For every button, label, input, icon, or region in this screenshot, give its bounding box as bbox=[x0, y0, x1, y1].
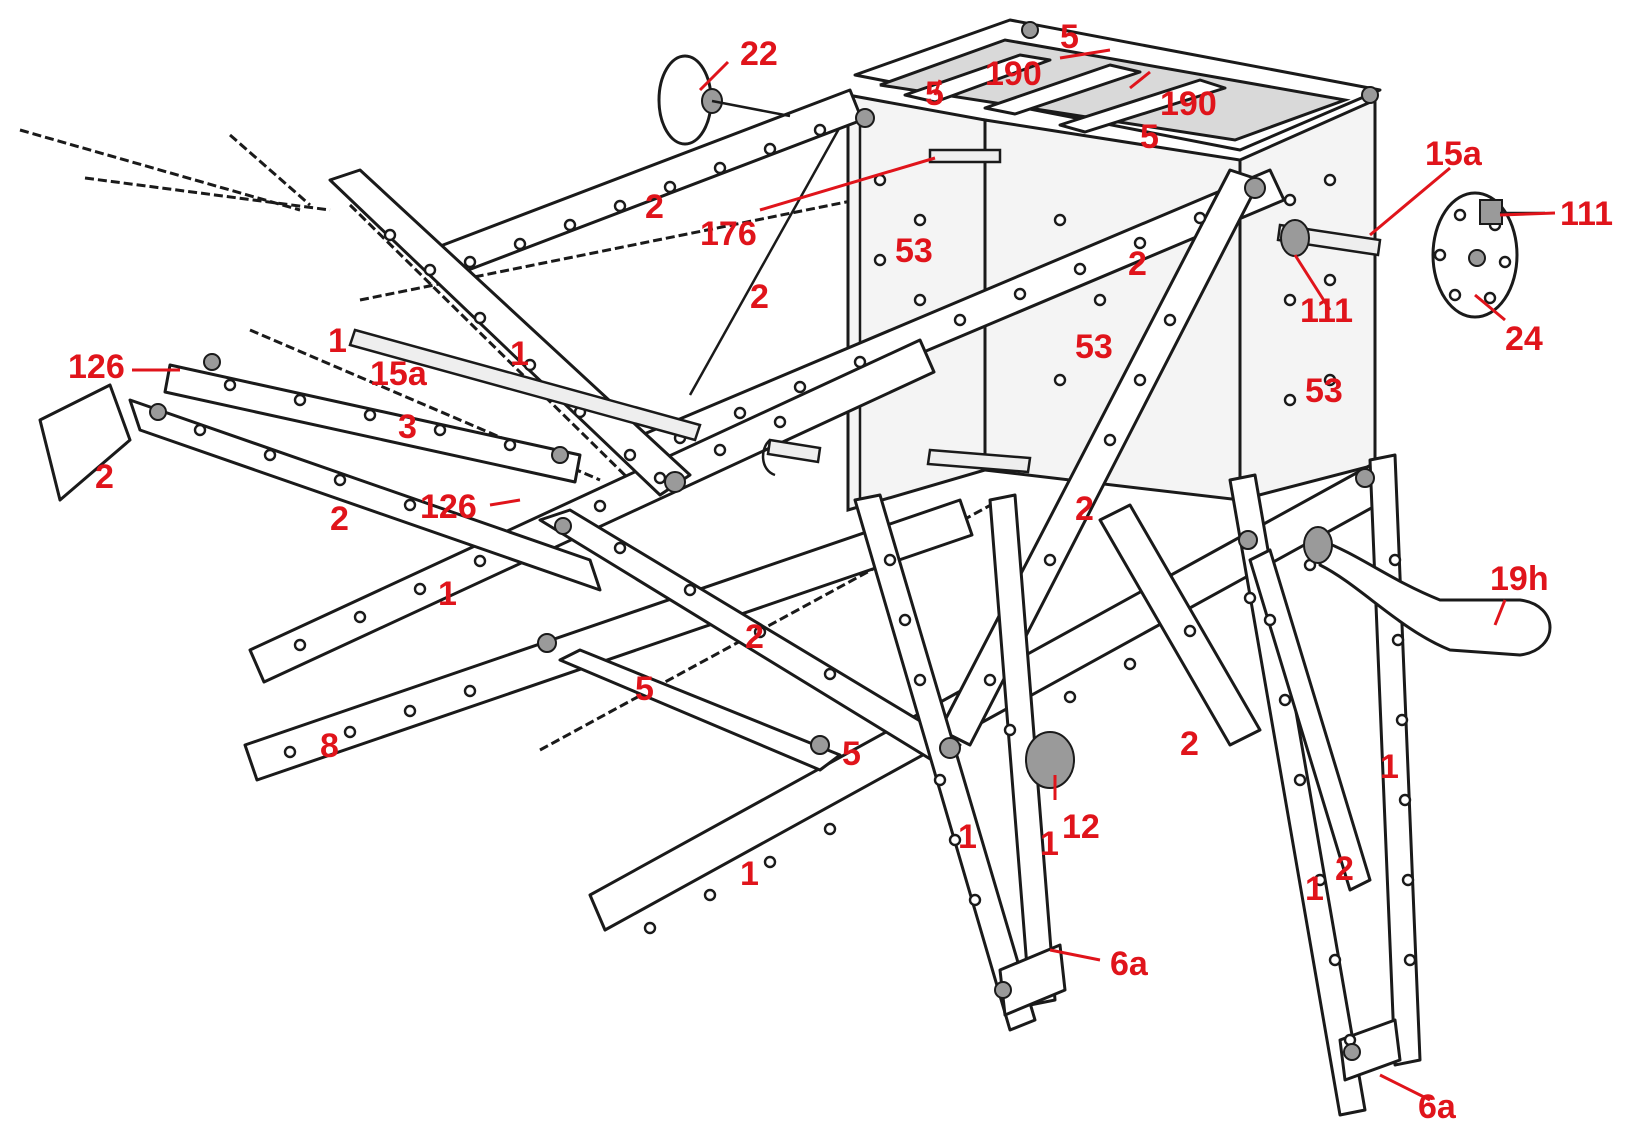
handle-111 bbox=[1479, 199, 1503, 225]
leg-1-right bbox=[1228, 473, 1367, 1117]
label-53: 53 bbox=[895, 232, 933, 270]
label-2: 2 bbox=[95, 458, 114, 496]
label-5: 5 bbox=[1140, 118, 1159, 156]
label-22: 22 bbox=[740, 35, 778, 73]
label-2: 2 bbox=[330, 500, 349, 538]
collar-111 bbox=[1280, 219, 1310, 257]
crank-handle-19h bbox=[1318, 538, 1552, 657]
label-1: 1 bbox=[510, 335, 529, 373]
label-126: 126 bbox=[68, 348, 125, 386]
label-111: 111 bbox=[1300, 292, 1353, 330]
cord-4 bbox=[348, 203, 642, 492]
strip-2-upper bbox=[428, 88, 864, 282]
label-2: 2 bbox=[745, 618, 764, 656]
cord-1 bbox=[19, 128, 301, 212]
label-190: 190 bbox=[1160, 85, 1217, 123]
crank-boss bbox=[1303, 526, 1333, 564]
label-1: 1 bbox=[328, 322, 347, 360]
strip-8-lower bbox=[243, 498, 974, 782]
label-15a: 15a bbox=[370, 355, 428, 393]
rod-176 bbox=[928, 148, 1002, 164]
label-1: 1 bbox=[1040, 825, 1059, 863]
top-strip-5 bbox=[1058, 78, 1227, 134]
label-2: 2 bbox=[1075, 490, 1094, 528]
tower-diag-1 bbox=[688, 99, 857, 396]
double-bracket-6a-right bbox=[1338, 1018, 1402, 1082]
rod-axle-mid bbox=[766, 438, 822, 464]
double-bracket-6a-left bbox=[998, 943, 1067, 1017]
label-53: 53 bbox=[1075, 328, 1113, 366]
label-24: 24 bbox=[1505, 320, 1543, 358]
label-1: 1 bbox=[438, 575, 457, 613]
cord-2 bbox=[84, 176, 331, 212]
label-2: 2 bbox=[1180, 725, 1199, 763]
label-53: 53 bbox=[1305, 372, 1343, 410]
label-2: 2 bbox=[750, 278, 769, 316]
label-126: 126 bbox=[420, 488, 477, 526]
label-176: 176 bbox=[700, 215, 757, 253]
pulley-22-axle bbox=[711, 99, 791, 118]
label-3: 3 bbox=[398, 408, 417, 446]
label-1: 1 bbox=[1305, 870, 1324, 908]
label-6a: 6a bbox=[1110, 945, 1149, 983]
leg-1-left bbox=[853, 493, 1037, 1032]
label-5: 5 bbox=[842, 735, 861, 773]
hook bbox=[761, 439, 776, 477]
holes bbox=[193, 123, 1417, 1047]
strip-2-left-lower bbox=[128, 398, 602, 592]
label-5: 5 bbox=[1060, 18, 1079, 56]
label-2: 2 bbox=[645, 188, 664, 226]
strip-1-main bbox=[248, 338, 936, 684]
label-8: 8 bbox=[320, 727, 339, 765]
label-5: 5 bbox=[925, 75, 944, 113]
mechanism bbox=[348, 54, 1552, 789]
label-1: 1 bbox=[1380, 748, 1399, 786]
label-5: 5 bbox=[635, 670, 654, 708]
top-strip-190-b bbox=[983, 63, 1142, 116]
strip-2-diag-right bbox=[1098, 503, 1262, 747]
label-111: 111 bbox=[1560, 195, 1613, 233]
strip-2-leg-brace bbox=[1248, 548, 1372, 892]
rod-15a-left bbox=[348, 328, 702, 442]
bolts bbox=[149, 21, 1379, 1061]
label-1: 1 bbox=[958, 818, 977, 856]
coupling-12 bbox=[1025, 731, 1075, 789]
label-12: 12 bbox=[1062, 808, 1100, 846]
label-15a: 15a bbox=[1425, 135, 1483, 173]
label-1: 1 bbox=[740, 855, 759, 893]
label-6a: 6a bbox=[1418, 1088, 1457, 1126]
strip-2-broken-left bbox=[38, 383, 132, 502]
label-2: 2 bbox=[1128, 245, 1147, 283]
leg-1-mid bbox=[988, 493, 1057, 1007]
leader-lines bbox=[132, 48, 1556, 1102]
part-labels: 22 5 190 5 190 5 15a 111 2 176 53 2 111 … bbox=[68, 18, 1613, 1126]
label-190: 190 bbox=[985, 55, 1042, 93]
cord-3 bbox=[229, 133, 311, 207]
strip-5-short bbox=[558, 648, 842, 772]
top-strip-190-a bbox=[903, 53, 1052, 104]
rod-lower bbox=[926, 448, 1032, 474]
label-19h: 19h bbox=[1490, 560, 1549, 598]
label-2: 2 bbox=[1335, 850, 1354, 888]
